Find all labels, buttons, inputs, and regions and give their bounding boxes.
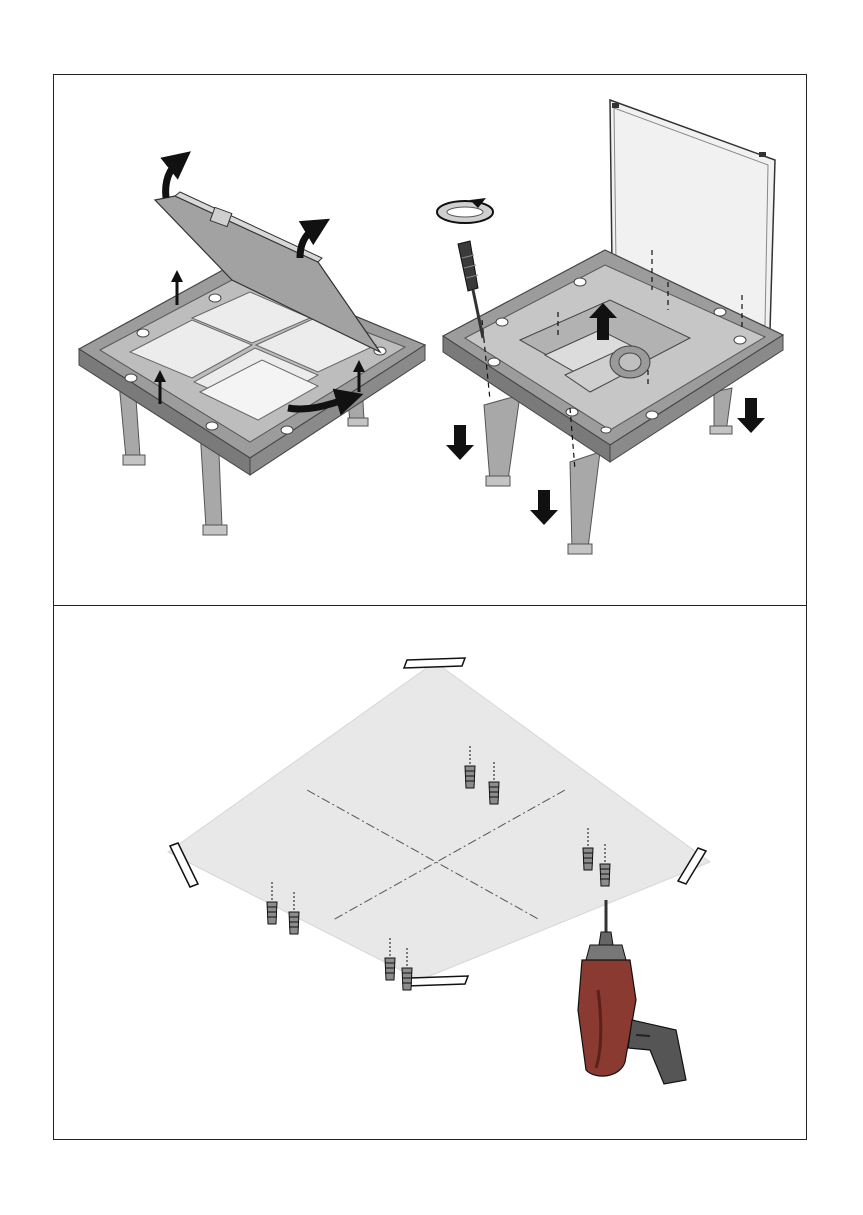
floor-mark xyxy=(404,658,465,668)
down-arrow-icon xyxy=(737,398,765,433)
floor-layout xyxy=(168,658,710,1084)
floor-box-open-lid xyxy=(79,160,425,535)
floor-box-mechanism xyxy=(437,100,783,554)
floor-plane xyxy=(168,662,710,980)
floor-mark xyxy=(407,976,468,986)
down-arrow-icon xyxy=(446,425,474,460)
down-arrow-icon xyxy=(530,490,558,525)
curved-arrow-up-icon xyxy=(166,160,180,198)
rotate-counterclockwise-icon xyxy=(437,198,493,223)
drill-icon xyxy=(578,900,686,1084)
